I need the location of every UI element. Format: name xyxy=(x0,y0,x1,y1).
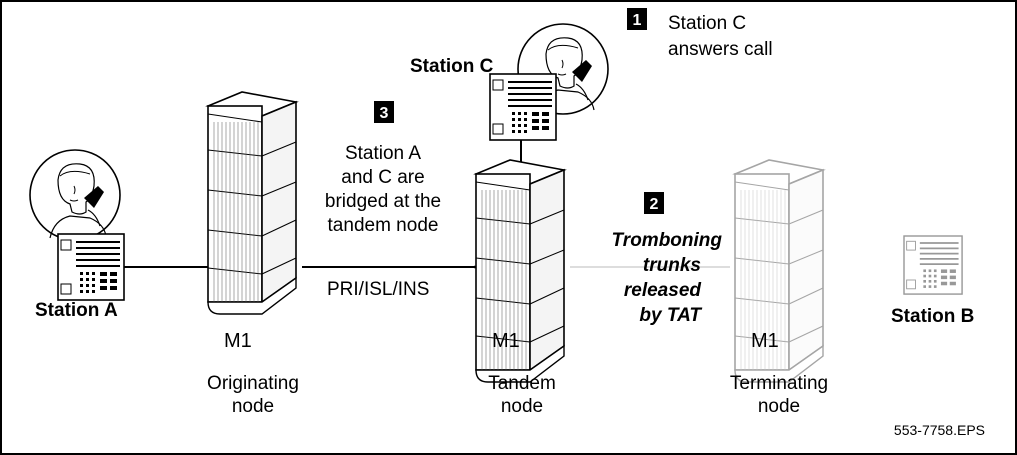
originating-node-caption-1: Originating xyxy=(207,373,299,394)
originating-node-caption-2: node xyxy=(232,396,274,417)
step-1-text-line-1: Station C xyxy=(668,13,746,34)
station-a-label: Station A xyxy=(35,300,118,321)
terminating-node-caption-2: node xyxy=(758,396,800,417)
originating-node-label: M1 xyxy=(224,330,252,352)
step-2-text-line-3: released xyxy=(624,280,702,301)
step-3-badge: 3 xyxy=(374,101,394,123)
terminating-node-cabinet-icon xyxy=(734,159,824,383)
terminating-node-label: M1 xyxy=(751,330,779,352)
originating-node-cabinet-icon xyxy=(207,91,297,315)
terminating-node-caption-1: Terminating xyxy=(730,373,828,394)
link-label: PRI/ISL/INS xyxy=(327,279,429,300)
step-2-text-line-2: trunks xyxy=(643,255,701,276)
station-b-phone-icon xyxy=(903,235,963,295)
step-2-badge: 2 xyxy=(644,192,664,214)
tandem-node-caption-2: node xyxy=(501,396,543,417)
station-c-phone-icon xyxy=(489,73,557,141)
svg-text:1: 1 xyxy=(633,12,642,29)
svg-text:2: 2 xyxy=(650,196,659,213)
step-3-text-line-2: and C are xyxy=(341,167,424,188)
station-a-person-icon xyxy=(29,149,121,241)
station-c-label: Station C xyxy=(410,56,494,77)
tandem-node-cabinet-icon xyxy=(475,159,565,383)
step-3-text-line-4: tandem node xyxy=(328,215,439,236)
step-2-text-line-4: by TAT xyxy=(639,305,702,326)
station-a-phone-icon xyxy=(57,233,125,301)
svg-text:3: 3 xyxy=(380,105,389,122)
step-2-text-line-1: Tromboning xyxy=(612,230,723,251)
step-3-text-line-3: bridged at the xyxy=(325,191,441,212)
step-3-text-line-1: Station A xyxy=(345,143,421,164)
tandem-node-caption-1: Tandem xyxy=(488,373,556,394)
figure-id: 553-7758.EPS xyxy=(894,422,985,438)
station-b-label: Station B xyxy=(891,306,974,327)
tandem-node-label: M1 xyxy=(492,330,520,352)
step-1-text-line-2: answers call xyxy=(668,39,773,60)
step-1-badge: 1 xyxy=(627,8,647,30)
